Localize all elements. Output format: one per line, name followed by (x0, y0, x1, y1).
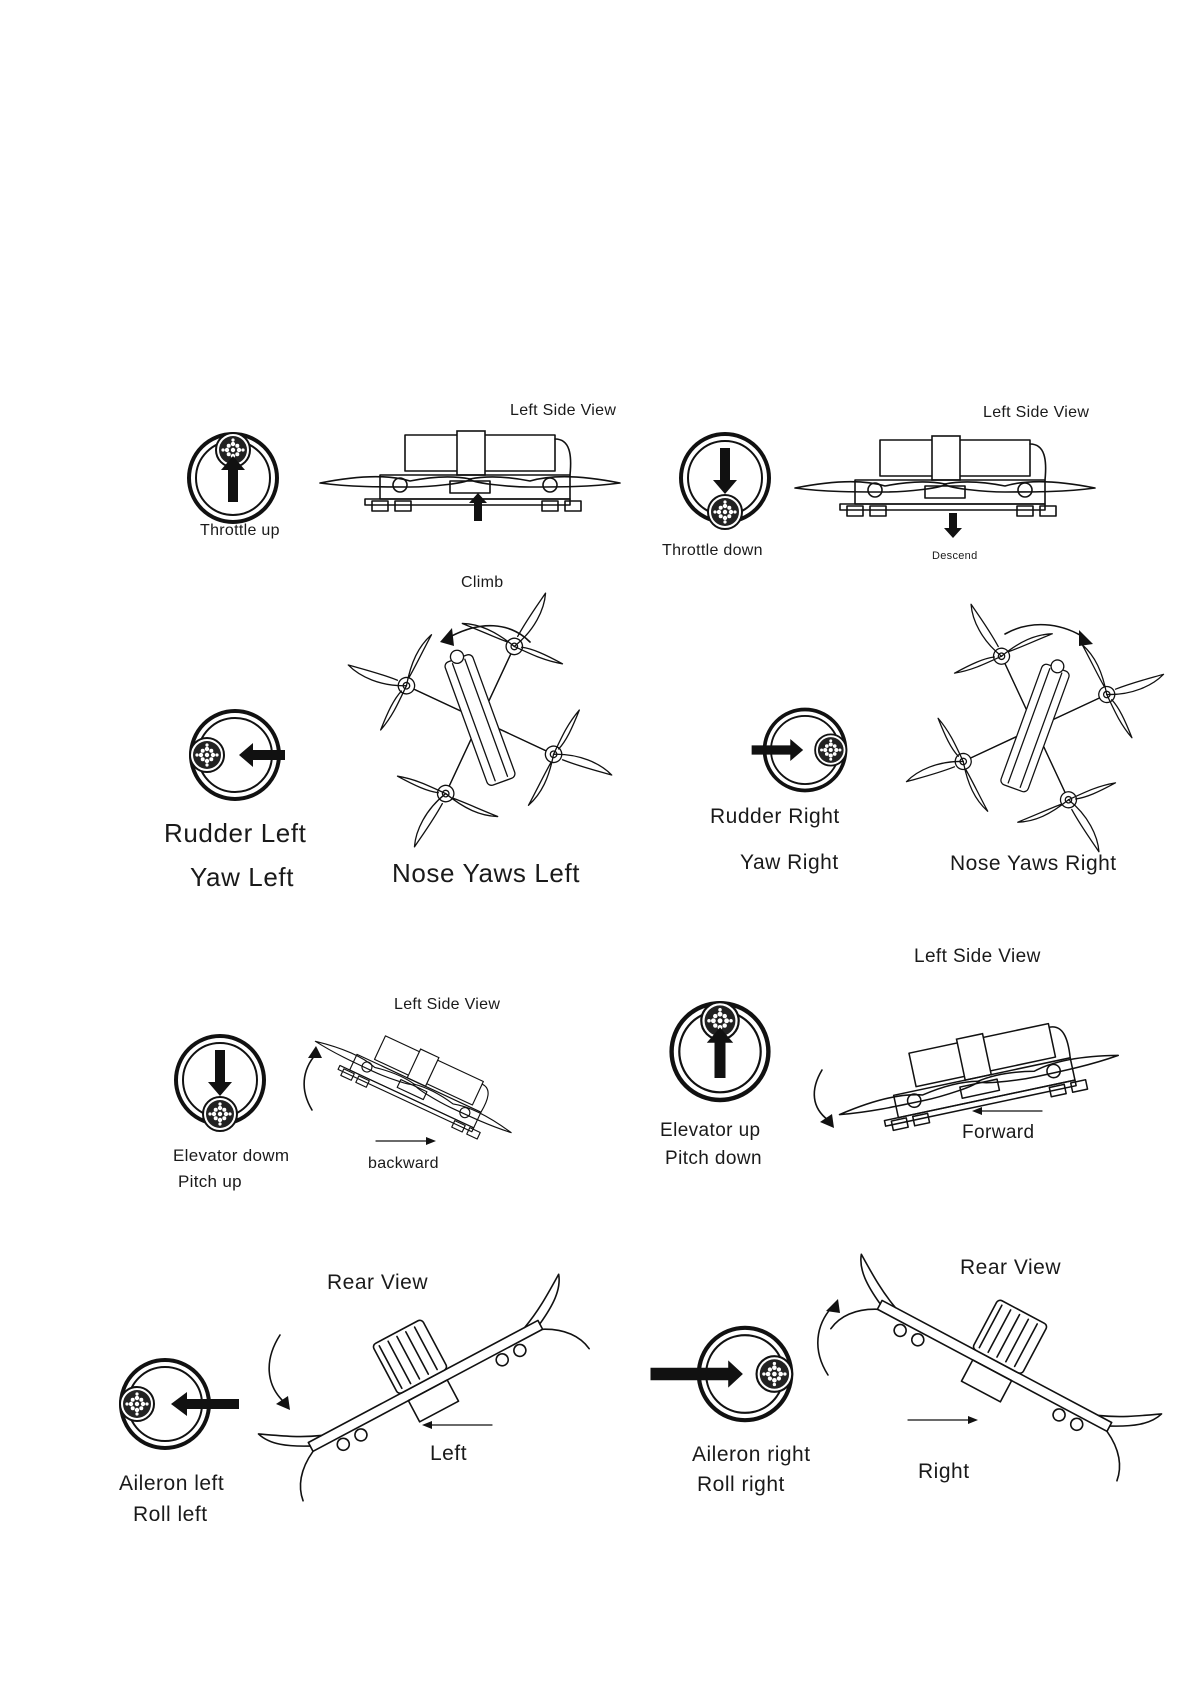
backward-label: backward (368, 1155, 439, 1172)
elevator-down-tilted-drone (303, 1006, 528, 1152)
throttle-up-side-view-drone (319, 430, 621, 521)
rudder-right-stick-icon (751, 707, 848, 793)
elevator-up-tilted-drone (813, 1006, 1125, 1142)
pitch-up-label: Pitch up (178, 1172, 242, 1191)
throttle-up-stick-icon (187, 432, 279, 524)
descend-label: Descend (932, 550, 978, 562)
aileron-right-view-label: Rear View (960, 1256, 1061, 1279)
rudder-right-label: Rudder Right (710, 805, 840, 828)
aileron-right-stick-icon (650, 1322, 800, 1432)
elevator-up-stick-icon (665, 1000, 775, 1115)
nose-yaws-right-label: Nose Yaws Right (950, 852, 1117, 875)
yaw-right-label: Yaw Right (740, 851, 839, 874)
yaw-left-label: Yaw Left (190, 862, 295, 892)
left-arrow (422, 1421, 493, 1429)
roll-right-label: Roll right (697, 1473, 785, 1496)
aileron-left-label: Aileron left (119, 1472, 225, 1495)
aileron-left-stick-icon (119, 1358, 239, 1450)
aileron-left-tilted-drone (245, 1251, 598, 1506)
climb-label: Climb (461, 574, 504, 591)
forward-arrow (972, 1107, 1043, 1115)
throttle-down-side-view-drone (794, 435, 1096, 538)
throttle-down-label: Throttle down (662, 542, 763, 559)
right-label: Right (918, 1460, 970, 1483)
forward-label: Forward (962, 1122, 1035, 1143)
throttle-up-label: Throttle up (200, 522, 280, 539)
left-label: Left (430, 1442, 468, 1465)
pitch-down-label: Pitch down (665, 1148, 762, 1169)
rudder-left-label: Rudder Left (164, 818, 307, 848)
elevator-down-view-label: Left Side View (394, 996, 501, 1013)
right-arrow (907, 1416, 978, 1424)
elevator-up-label: Elevator up (660, 1120, 761, 1141)
backward-arrow (375, 1137, 436, 1145)
nose-yaws-left-quad (360, 610, 600, 840)
rudder-left-stick-icon (189, 709, 285, 801)
throttle-down-view-label: Left Side View (983, 404, 1090, 421)
aileron-right-tilted-drone (817, 1231, 1175, 1486)
roll-left-label: Roll left (133, 1503, 208, 1526)
nose-yaws-right-quad (915, 618, 1155, 848)
aileron-right-label: Aileron right (692, 1443, 811, 1466)
elevator-down-label: Elevator dowm (173, 1146, 290, 1165)
throttle-up-view-label: Left Side View (510, 402, 617, 419)
elevator-down-stick-icon (174, 1034, 266, 1132)
nose-yaws-left-label: Nose Yaws Left (392, 858, 581, 888)
aileron-left-view-label: Rear View (327, 1271, 428, 1294)
throttle-down-stick-icon (679, 432, 771, 530)
elevator-up-view-label: Left Side View (914, 946, 1041, 967)
